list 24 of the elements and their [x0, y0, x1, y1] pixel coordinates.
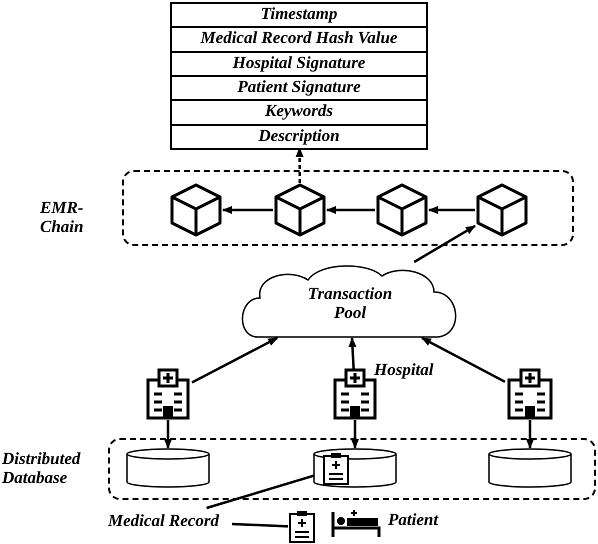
record-field: Medical Record Hash Value [170, 26, 428, 53]
record-field: Timestamp [170, 2, 428, 28]
arrow [191, 336, 278, 384]
arrow [414, 224, 476, 264]
arrow [222, 206, 273, 214]
beside-label: Patient [388, 510, 438, 529]
group-label: EMR-Chain [40, 198, 84, 236]
arrow [348, 337, 356, 370]
arrow [526, 420, 534, 449]
arrow [428, 206, 475, 214]
leader-line [232, 522, 288, 528]
record-field: Hospital Signature [170, 50, 428, 77]
record-field: Description [170, 124, 428, 150]
arrow [326, 206, 375, 214]
node-label: Medical Record [106, 511, 220, 530]
arrow [351, 420, 359, 449]
record-field: Patient Signature [170, 75, 428, 102]
beside-label: Hospital [374, 360, 434, 379]
arrow [164, 420, 172, 449]
group-label: Distributed Database [2, 449, 82, 487]
node-label: Transaction Pool [306, 284, 394, 322]
arrow [421, 336, 506, 383]
arrow [296, 147, 304, 183]
record-field: Keywords [170, 99, 428, 126]
